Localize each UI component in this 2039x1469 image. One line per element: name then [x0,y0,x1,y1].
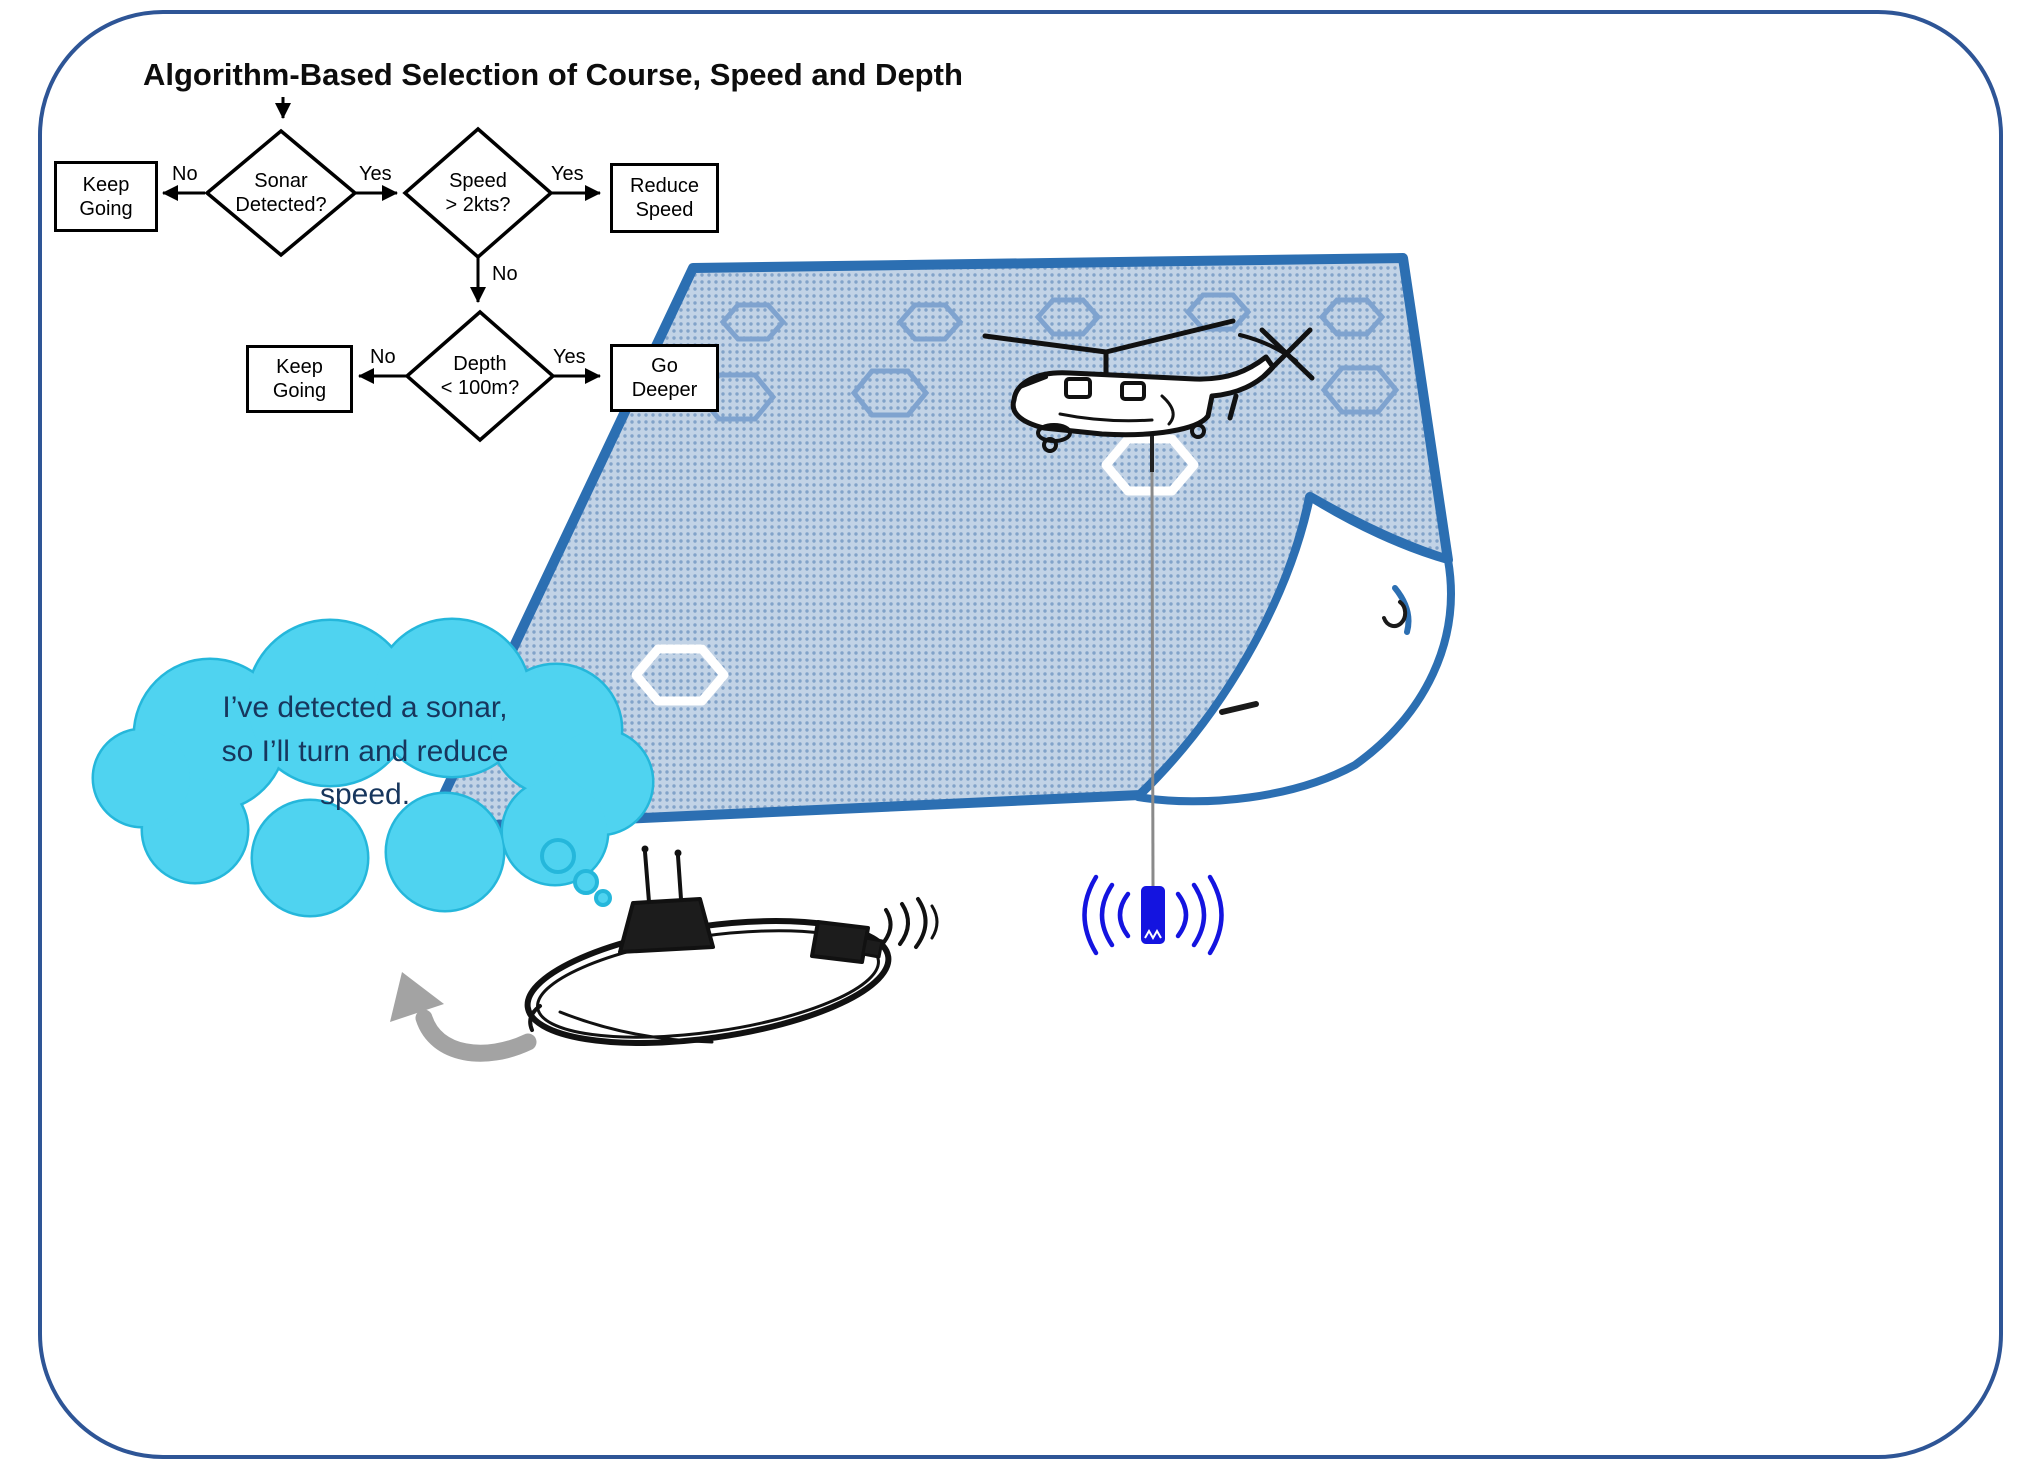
helicopter-icon [982,318,1315,453]
edge-label-depth-no: No [370,346,396,368]
edge-label-speed-no: No [492,263,518,285]
process-go-deeper: Go Deeper [610,344,719,412]
page-curl [1134,493,1455,806]
thought-bubble-trail [540,838,612,907]
decision-sonar-detected [204,128,358,258]
thought-bubble [91,617,655,918]
hexagon-marker [1034,297,1102,337]
flowchart-shapes [162,97,601,443]
edge-label-depth-yes: Yes [553,346,586,368]
hexagon-marker [1318,297,1386,337]
process-keep-going-bottom: Keep Going [246,345,353,413]
hexagon-marker [719,302,787,342]
hexagon-markers [697,292,1400,422]
sonar-waves-icon [1082,874,1224,956]
decision-sonar-detected-label: Sonar Detected? [235,170,327,216]
dipping-sonar-icon [1082,436,1224,956]
hexagon-marker-white [631,644,729,706]
hexagon-marker [850,368,930,418]
hexagon-markers-white [631,434,1199,706]
edge-label-sonar-yes: Yes [359,163,392,185]
edge-label-speed-yes: Yes [551,163,584,185]
page-border [38,10,2003,1459]
hexagon-marker [896,302,964,342]
hexagon-marker-white [1101,434,1199,496]
process-keep-going-top: Keep Going [54,161,158,232]
thought-bubble-text: I’ve detected a sonar, so I’ll turn and … [221,691,509,811]
edge-label-sonar-no: No [172,163,198,185]
hexagon-marker [697,372,777,422]
process-reduce-speed: Reduce Speed [610,163,719,233]
decision-depth-label: Depth < 100m? [440,353,520,399]
page-title: Algorithm-Based Selection of Course, Spe… [143,57,963,92]
decision-depth [404,309,556,443]
hexagon-marker [1320,365,1400,415]
decision-speed-label: Speed > 2kts? [445,170,511,216]
turn-arrow-icon [390,972,537,1062]
submarine-icon [524,845,939,1046]
submarine-sonar-waves [882,897,939,949]
